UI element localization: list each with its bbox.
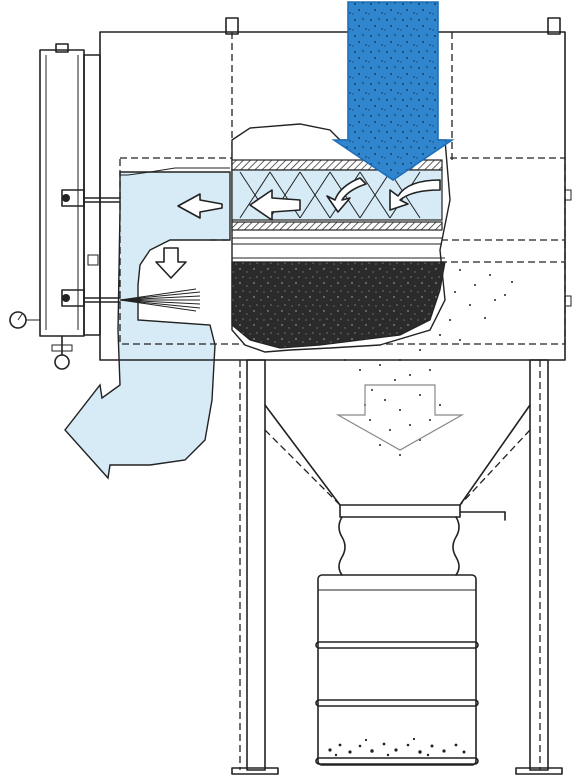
curved-arrow-icon (389, 179, 441, 211)
support-frame (231, 359, 563, 775)
control-panel (9, 43, 121, 370)
clean-air-outlet-arrow-icon (64, 171, 231, 480)
inlet-arrow-icon (331, 1, 455, 181)
down-arrow-icon (155, 247, 187, 279)
left-arrow-icon (249, 189, 301, 221)
clean-air-flow (64, 167, 231, 480)
discharge-arrow-icon (335, 384, 465, 451)
pulse-jet-icon (119, 288, 201, 312)
curved-arrow-icon (326, 177, 367, 213)
falling-dust (344, 269, 513, 456)
pulse-valve-lower (61, 289, 121, 307)
dust-cake (231, 261, 446, 349)
drain-valve (51, 335, 73, 370)
pressure-gauge-icon (9, 311, 40, 329)
internal-flow-arrows (155, 177, 441, 279)
pulse-valve-upper (61, 189, 121, 207)
left-arrow-icon (177, 193, 223, 219)
flex-hose (338, 516, 460, 576)
dust-drum-icon (315, 574, 479, 766)
